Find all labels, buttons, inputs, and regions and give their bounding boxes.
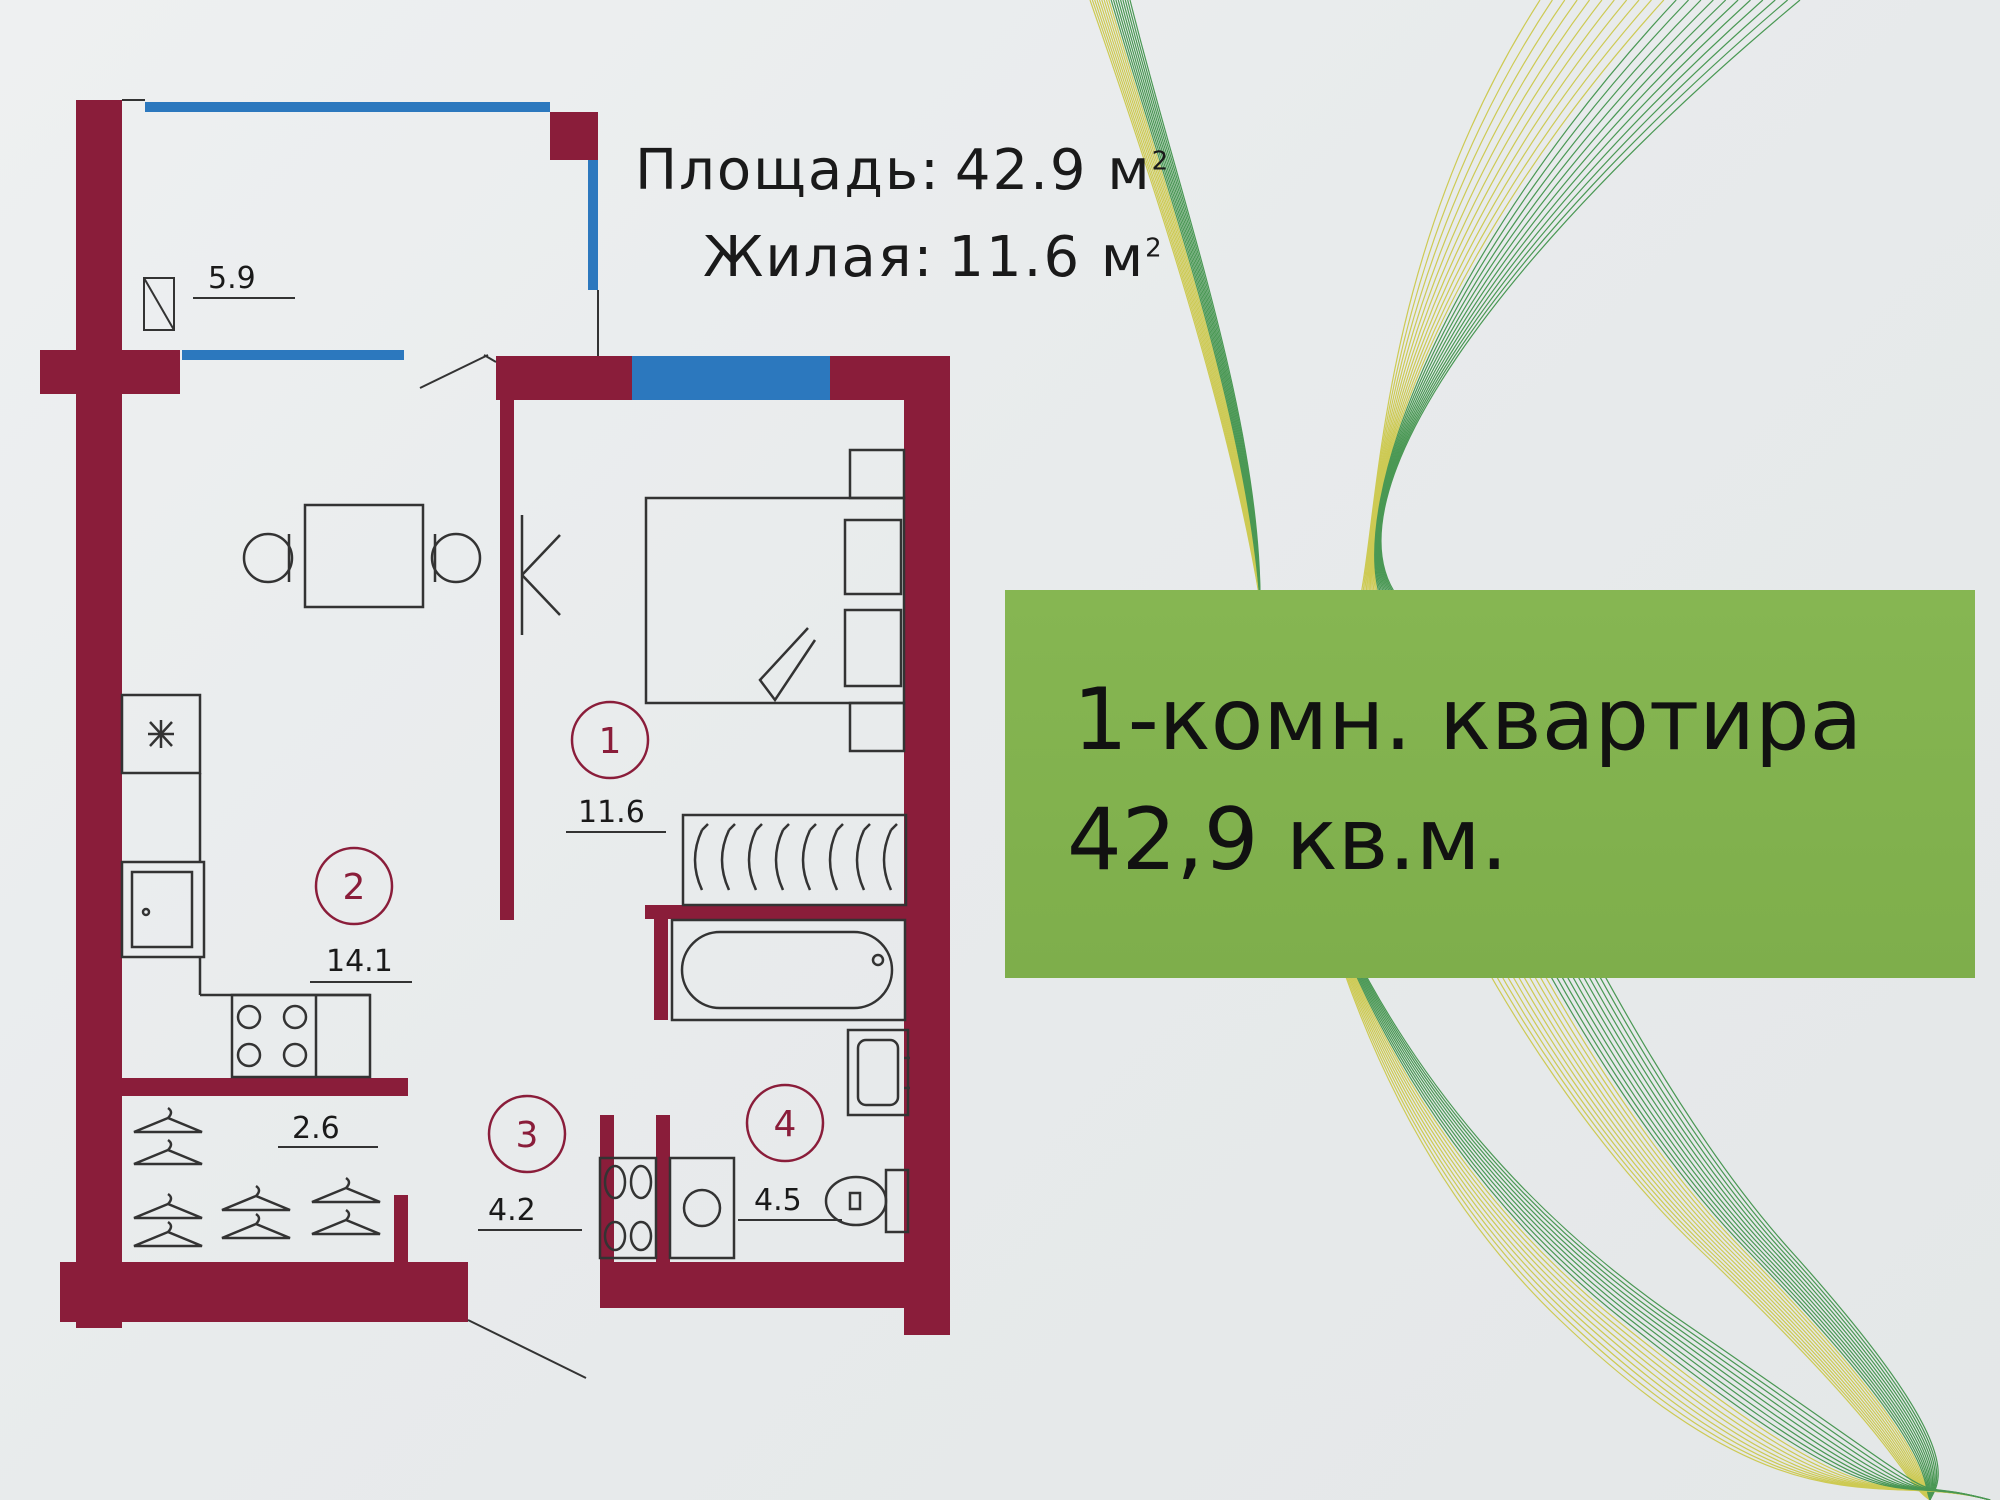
wall-bottom-left	[60, 1262, 468, 1322]
wall-balcony-stub	[40, 350, 180, 394]
apartment-type-title: 1-комн. квартира	[1073, 670, 1863, 770]
wall-bathroom-top	[645, 905, 907, 919]
walls	[40, 100, 950, 1335]
wall-top-center	[496, 356, 632, 400]
total-area-line: Площадь:42.9 м2	[635, 138, 1170, 203]
window-balcony-top	[145, 102, 550, 112]
balcony-area-value: 5.9	[208, 261, 256, 296]
door-swing-balcony	[419, 354, 489, 389]
living-area-value: 11.6	[948, 225, 1082, 290]
wall-bottom-right	[600, 1262, 950, 1308]
room-area-value: 11.6	[578, 795, 645, 830]
room-number: 1	[599, 721, 622, 762]
room-number: 4	[774, 1104, 797, 1145]
apartment-area-total: 42,9 кв.м.	[1067, 790, 1509, 890]
room-1-label: 1 11.6	[566, 700, 666, 833]
washbasin-icon	[846, 1028, 910, 1117]
wall-wc-left	[656, 1115, 670, 1265]
windows	[145, 102, 830, 400]
shoe-rack-icon	[598, 1156, 658, 1260]
area-unit: м	[1107, 138, 1152, 203]
stove-icon	[230, 993, 372, 1079]
room-number: 3	[516, 1115, 539, 1156]
bathtub-icon	[670, 918, 907, 1022]
total-area-label: Площадь:	[635, 138, 941, 203]
kitchen-counter	[120, 693, 372, 1079]
room-area-value: 14.1	[326, 944, 393, 979]
washing-machine-icon	[668, 1156, 736, 1260]
apartment-info-box: 1-комн. квартира 42,9 кв.м.	[1005, 590, 1975, 978]
wall-balcony-corner	[550, 112, 598, 160]
hangers-icon	[133, 1106, 381, 1248]
total-area-value: 42.9	[954, 138, 1088, 203]
room-area-value: 4.2	[488, 1193, 536, 1228]
door-bedroom	[520, 515, 561, 635]
bed-icon	[644, 448, 906, 753]
wall-right	[904, 360, 950, 1335]
area-unit-sup: 2	[1151, 146, 1171, 177]
wall-wardrobe-right	[394, 1195, 408, 1270]
room-number: 2	[343, 867, 366, 908]
wall-left	[76, 100, 122, 1328]
window-balcony-right	[588, 160, 598, 290]
wall-bathroom-left	[654, 905, 668, 1020]
wardrobe-area-value: 2.6	[292, 1111, 340, 1146]
wall-wardrobe-top	[118, 1078, 408, 1096]
living-area-line: Жилая:11.6 м2	[703, 225, 1164, 290]
room-4-label: 4 4.5	[738, 1083, 842, 1221]
room-area-value: 4.5	[754, 1183, 802, 1218]
dining-table-icon	[242, 503, 482, 609]
area-unit: м	[1100, 225, 1146, 290]
toilet-icon	[824, 1168, 910, 1234]
vent-icon	[143, 277, 175, 331]
wall-wc-left-outer	[600, 1115, 614, 1305]
wall-bedroom-partition	[500, 398, 514, 920]
room-2-label: 2 14.1	[310, 846, 412, 983]
closet-icon	[681, 813, 908, 907]
sink-icon	[120, 860, 206, 959]
window-balcony-bottom	[182, 350, 404, 360]
living-area-label: Жилая:	[703, 225, 935, 290]
area-unit-sup: 2	[1145, 233, 1164, 264]
window-bedroom	[632, 356, 830, 400]
room-3-label: 3 4.2	[478, 1094, 582, 1231]
door-swing-entrance	[467, 1319, 587, 1379]
